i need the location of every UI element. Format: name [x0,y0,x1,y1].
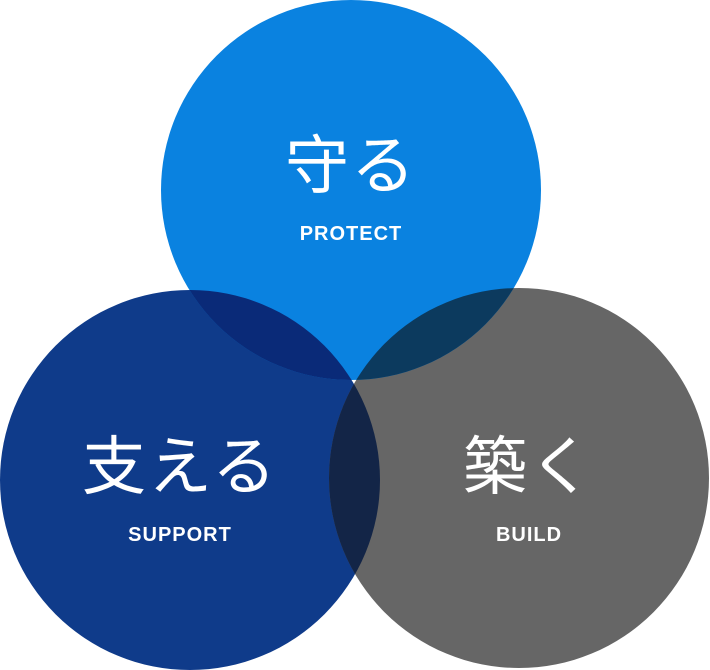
circle-support [0,290,380,670]
build-title: 築く [463,431,595,505]
support-title: 支える [81,431,279,505]
circle-build [329,288,709,668]
support-subtitle: SUPPORT [128,524,232,546]
protect-title: 守る [285,130,417,204]
protect-subtitle: PROTECT [299,223,403,245]
build-label-group: 築く BUILD [379,436,679,547]
protect-label-group: 守る PROTECT [201,135,501,246]
circle-protect [161,0,541,380]
build-subtitle: BUILD [495,524,563,546]
support-label-group: 支える SUPPORT [30,436,330,547]
